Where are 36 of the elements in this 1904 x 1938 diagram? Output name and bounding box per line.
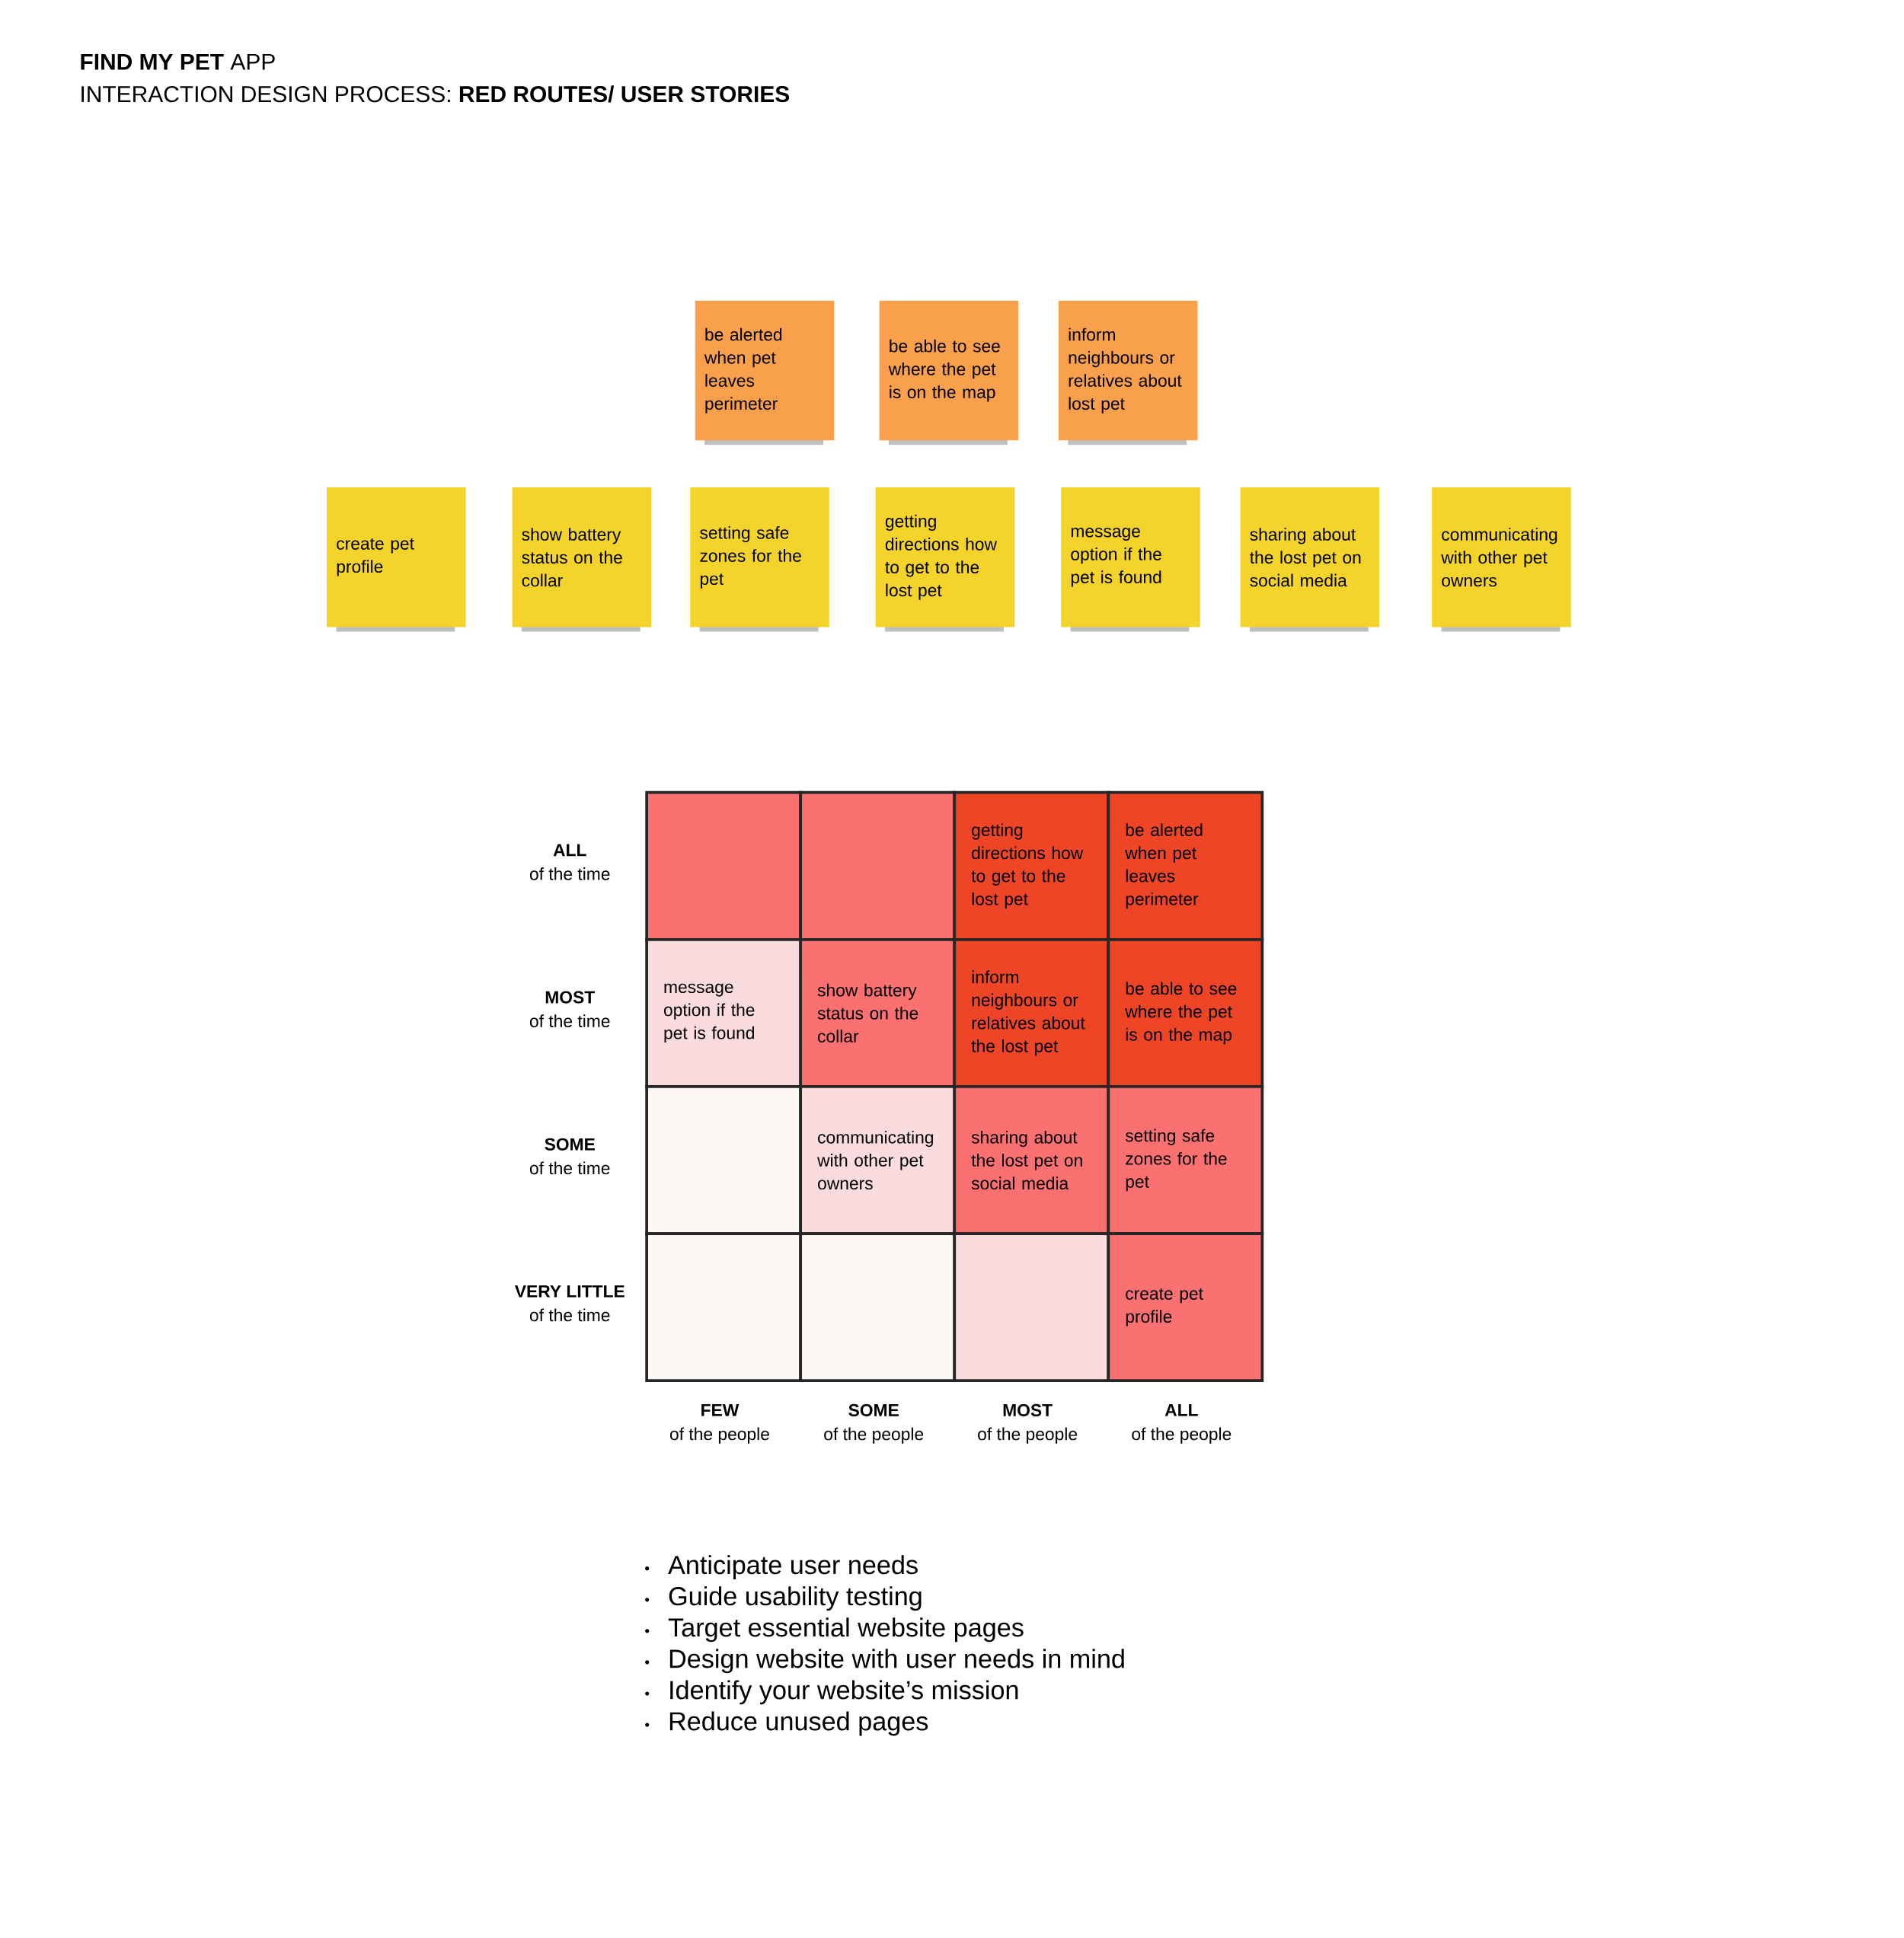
grid-cell: inform neighbours or relatives about the lost pet <box>953 937 1110 1088</box>
grid-cell: be alerted when pet leaves perimeter <box>1107 790 1264 941</box>
axis-label: SOME of the people <box>824 1403 924 1444</box>
grid-cell: message option if the pet is found <box>645 937 803 1088</box>
bullet-text: Target essential website pages <box>669 1617 1024 1643</box>
grid-cell: show battery status on the collar <box>799 937 957 1088</box>
grid-cell: be able to see where the pet is on the map <box>1107 937 1264 1088</box>
axis-label: MOST of the time <box>530 991 610 1028</box>
sticky-note: message option if the pet is found <box>1061 487 1200 632</box>
sticky-note: getting directions how to get to the lost pet <box>875 487 1015 632</box>
axis-label: FEW of the people <box>670 1403 770 1444</box>
grid-cell: getting directions how to get to the lost pet <box>953 790 1110 941</box>
bullet-text: Reduce unused pages <box>670 1711 928 1736</box>
axis-label: VERY LITTLE of the time <box>515 1285 625 1322</box>
bullet-text: Identify your website’s mission <box>670 1680 1018 1705</box>
sticky-note: setting safe zones for the pet <box>690 487 830 632</box>
grid-cell: communicating with other pet owners <box>799 1085 957 1235</box>
axis-label: SOME of the time <box>530 1138 610 1175</box>
bullet-text: Anticipate user needs <box>668 1555 918 1580</box>
sticky-note: show battery status on the collar <box>512 487 652 632</box>
sticky-note: sharing about the lost pet on social media <box>1240 487 1380 632</box>
sticky-note: be alerted when pet leaves perimeter <box>695 301 835 445</box>
grid-cell: setting safe zones for the pet <box>1107 1085 1264 1235</box>
axis-label: ALL of the time <box>530 844 610 880</box>
subtitle: INTERACTION DESIGN PROCESS: RED ROUTES/ USER STORIES <box>81 85 790 103</box>
sticky-note: communicating with other pet owners <box>1432 487 1571 632</box>
grid-cell: sharing about the lost pet on social media <box>953 1085 1110 1235</box>
title: FIND MY PET APP <box>81 53 275 70</box>
sticky-note: be able to see where the pet is on the map <box>879 301 1019 445</box>
bullet-text: Design website with user needs in mind <box>670 1649 1124 1674</box>
axis-label: ALL of the people <box>1132 1403 1232 1444</box>
sticky-note: create pet profile <box>327 487 466 632</box>
grid-cell: create pet profile <box>1107 1232 1264 1383</box>
axis-label: MOST of the people <box>978 1403 1078 1444</box>
sticky-note: inform neighbours or relatives about lost pet <box>1059 301 1198 445</box>
bullet-text: Guide usability testing <box>669 1586 922 1611</box>
